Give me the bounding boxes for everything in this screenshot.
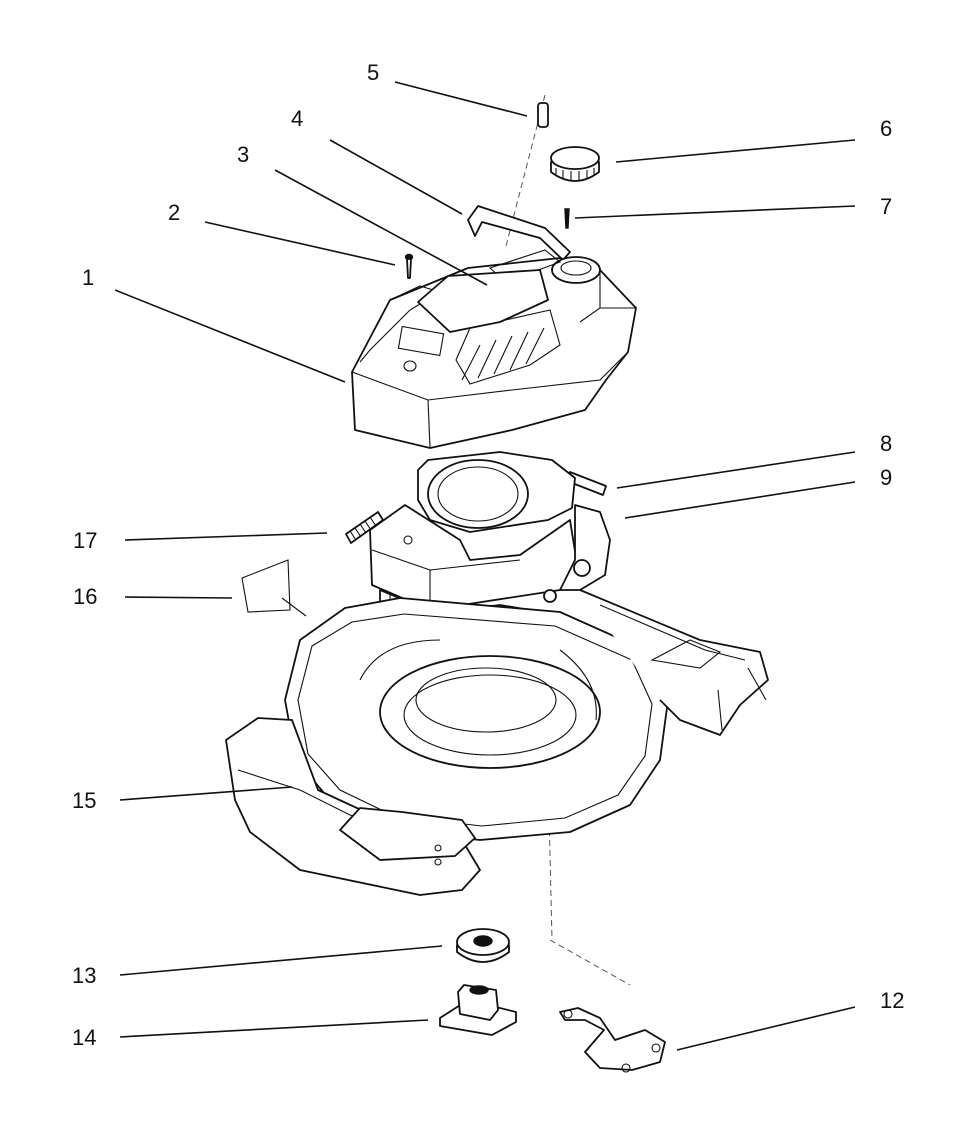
callout-12: 12 xyxy=(880,988,904,1013)
leader-5 xyxy=(394,81,528,117)
part-6-fuel-cap xyxy=(550,146,600,182)
callout-17: 17 xyxy=(73,528,97,553)
part-7-screw xyxy=(564,208,570,229)
part-5-pin xyxy=(537,102,549,128)
callout-4: 4 xyxy=(291,106,303,131)
leader-15 xyxy=(119,786,293,801)
part-13-bearing xyxy=(456,928,510,963)
part-3-panel xyxy=(417,269,549,333)
callout-3: 3 xyxy=(237,142,249,167)
callout-13: 13 xyxy=(72,963,96,988)
leader-3 xyxy=(274,169,488,286)
leader-1 xyxy=(114,289,346,383)
leader-9 xyxy=(624,481,856,519)
callout-6: 6 xyxy=(880,116,892,141)
part-2-screw xyxy=(404,253,414,279)
leader-6 xyxy=(615,139,856,163)
leader-7 xyxy=(574,205,856,219)
leader-8 xyxy=(616,451,856,489)
callout-15: 15 xyxy=(72,788,96,813)
leader-2 xyxy=(204,221,396,266)
leader-16 xyxy=(124,596,233,599)
callout-7: 7 xyxy=(880,194,892,219)
leader-13 xyxy=(119,945,443,976)
leader-12 xyxy=(676,1006,856,1051)
leader-14 xyxy=(119,1019,429,1038)
part-4-bracket xyxy=(467,205,571,261)
callout-2: 2 xyxy=(168,200,180,225)
callout-14: 14 xyxy=(72,1025,96,1050)
callout-16: 16 xyxy=(73,584,97,609)
part-16-label xyxy=(241,559,307,617)
callout-1: 1 xyxy=(82,265,94,290)
part-14-adapter xyxy=(439,984,517,1036)
callout-8: 8 xyxy=(880,431,892,456)
part-15-deck xyxy=(225,589,769,896)
part-12-blade-adapter xyxy=(559,1007,666,1073)
part-17-spring xyxy=(345,511,384,544)
leader-17 xyxy=(124,532,328,541)
callout-numbers: 1 2 3 4 5 6 7 8 9 17 16 15 13 14 12 xyxy=(72,60,904,1050)
leader-4 xyxy=(329,139,463,215)
leader-lines xyxy=(114,81,856,1051)
callout-5: 5 xyxy=(367,60,379,85)
callout-9: 9 xyxy=(880,465,892,490)
